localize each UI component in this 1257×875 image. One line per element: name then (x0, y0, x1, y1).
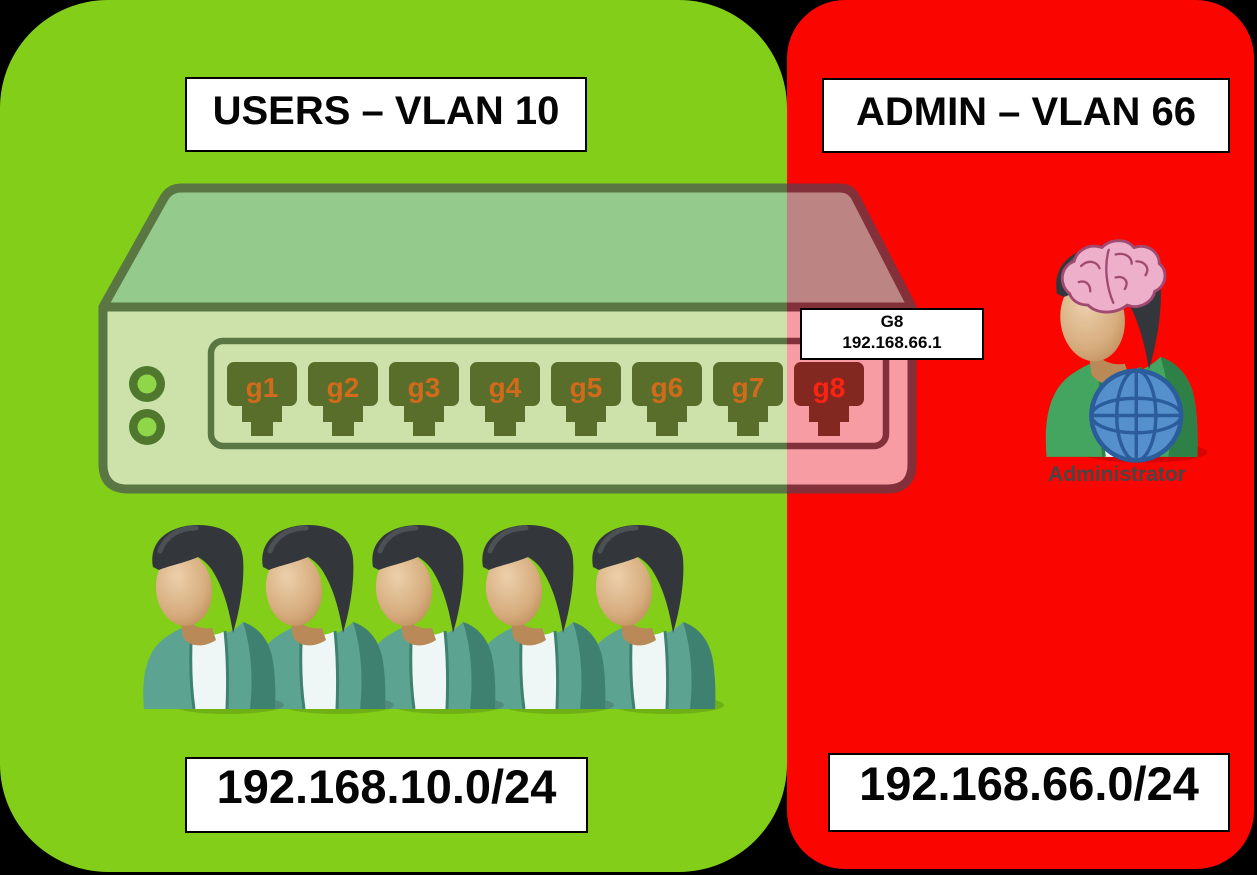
admin-subnet-text: 192.168.66.0/24 (859, 757, 1199, 810)
administrator-icon (1046, 239, 1208, 463)
switch-port-labels: g1 g2 g3 g4 g5 g6 g7 g8 (246, 372, 846, 403)
switch-port-g5 (551, 362, 621, 436)
admin-vlan-title-text: ADMIN – VLAN 66 (855, 89, 1197, 134)
switch-port-label-g7: g7 (732, 372, 765, 403)
g8-callout-port: G8 (880, 312, 904, 331)
switch-port-label-g4: g4 (489, 372, 522, 403)
globe-icon (1089, 368, 1184, 463)
switch-port-g7 (713, 362, 783, 436)
switch-port-g8 (794, 362, 864, 436)
switch-port-g3 (389, 362, 459, 436)
administrator-label: Administrator (1048, 463, 1186, 486)
status-led (137, 417, 157, 437)
switch-port-label-g2: g2 (327, 372, 360, 403)
switch-port-label-g8: g8 (813, 372, 846, 403)
switch-top-face (98, 183, 917, 312)
switch-port-g6 (632, 362, 702, 436)
switch-ports-panel (207, 337, 890, 450)
switch-port-g2 (308, 362, 378, 436)
switch-port-label-g5: g5 (570, 372, 603, 403)
g8-callout-ip: 192.168.66.1 (842, 333, 942, 352)
user-icon (143, 525, 284, 714)
admin-subnet-label: 192.168.66.0/24 (828, 753, 1230, 832)
switch-port-g1 (227, 362, 297, 436)
switch-port-label-g3: g3 (408, 372, 441, 403)
switch-status-leds (129, 366, 165, 445)
switch-ports (227, 362, 864, 436)
network-switch: g1 g2 g3 g4 g5 g6 g7 g8 (98, 183, 917, 494)
switch-port-label-g6: g6 (651, 372, 684, 403)
users-vlan-title: USERS – VLAN 10 (185, 77, 587, 152)
brain-icon (1060, 239, 1167, 314)
g8-port-callout: G8 192.168.66.1 (800, 308, 984, 360)
users-subnet-text: 192.168.10.0/24 (216, 759, 557, 813)
admin-vlan-title: ADMIN – VLAN 66 (822, 78, 1230, 153)
users-subnet-label: 192.168.10.0/24 (185, 757, 588, 833)
switch-port-label-g1: g1 (246, 372, 279, 403)
users-group (143, 525, 724, 714)
users-vlan-title-text: USERS – VLAN 10 (212, 88, 560, 133)
switch-port-g4 (470, 362, 540, 436)
status-led (137, 374, 157, 394)
